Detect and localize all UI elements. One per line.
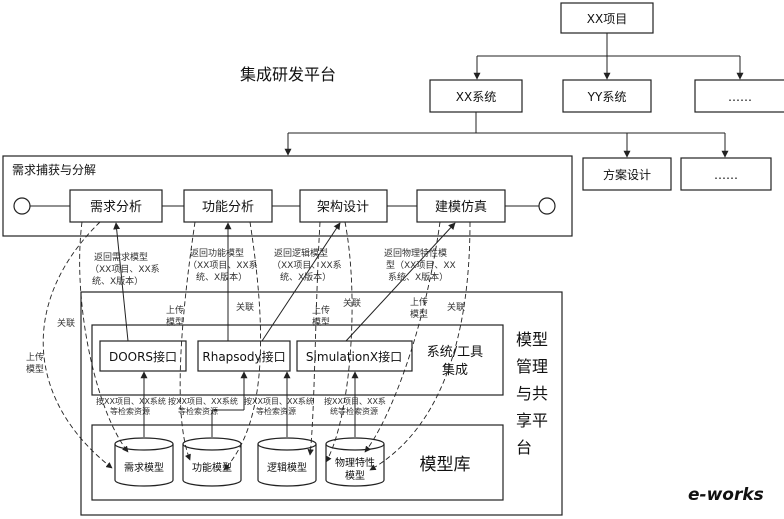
rhapsody-interface-box [197,340,291,372]
stage-label-2: 功能分析 [202,200,254,215]
flow-start-node [13,197,31,215]
stage-label-3: 架构设计 [317,200,369,215]
child-box-more [680,157,772,191]
integration-label-1: 系统/工具 [427,345,483,360]
model-db-logic: 逻辑模型 [257,437,317,487]
model-db-physical: 物理特性 模型 [325,437,385,487]
svg-text:管理: 管理 [516,357,548,376]
return-labels: 返回需求模型 （XX项目、XX系 统、X版本） 返回功能模型 （XX项目、XX系… [90,247,456,287]
svg-text:关联: 关联 [57,317,75,329]
svg-text:关联: 关联 [343,297,361,309]
stage-label-4: 建模仿真 [435,200,487,215]
system-box-yy [562,79,652,113]
upload-labels: 上传 模型 上传 模型 上传 模型 上传 模型 [26,296,428,375]
stage-architecture-design [299,189,388,223]
svg-text:上传: 上传 [410,296,428,308]
svg-text:按XX项目、XX系统: 按XX项目、XX系统 [96,396,166,406]
simulationx-interface-label: SimulationX接口 [306,349,402,364]
svg-text:关联: 关联 [236,301,254,313]
relate-labels: 关联 关联 关联 关联 [57,297,465,329]
svg-text:型（XX项目、XX: 型（XX项目、XX [386,260,456,271]
svg-text:按XX项目、XX系统: 按XX项目、XX系统 [168,396,238,406]
integration-label-2: 集成 [442,362,468,378]
svg-text:（XX项目、XX系: （XX项目、XX系 [188,260,258,271]
svg-text:模型: 模型 [410,309,428,320]
stage-modeling-simulation [416,189,506,223]
doors-interface-box [99,340,187,372]
svg-text:统、X版本）: 统、X版本） [196,271,247,283]
model-label-function: 功能模型 [192,461,232,474]
project-box [560,2,654,34]
doors-interface-label: DOORS接口 [109,349,177,364]
svg-text:返回物理特性模: 返回物理特性模 [384,247,447,259]
stage-function-analysis [183,189,273,223]
svg-text:返回需求模型: 返回需求模型 [94,251,148,263]
model-db-requirement: 需求模型 [114,437,174,487]
model-label-requirement: 需求模型 [124,461,164,474]
stage-label-1: 需求分析 [90,200,142,215]
model-label-physical-1: 物理特性 [335,456,375,469]
platform-title: 集成研发平台 [240,65,336,84]
svg-text:返回功能模型: 返回功能模型 [190,247,244,259]
child-label-more: …… [714,168,738,182]
system-label-xx: XX系统 [456,90,496,104]
system-box-more [694,79,784,113]
system-label-yy: YY系统 [587,90,627,104]
svg-text:等检索资源: 等检索资源 [256,406,296,416]
svg-text:统、X版本）: 统、X版本） [280,271,331,283]
svg-text:返回逻辑模型: 返回逻辑模型 [274,247,328,259]
system-label-more: …… [728,90,752,104]
svg-text:（XX项目、XX系: （XX项目、XX系 [90,264,160,275]
rhapsody-interface-label: Rhapsody接口 [202,349,285,364]
svg-text:享平: 享平 [516,411,548,430]
svg-text:模型: 模型 [26,364,44,375]
svg-text:统、X版本）: 统、X版本） [92,275,143,287]
svg-text:上传: 上传 [26,351,44,363]
model-repository-label: 模型库 [420,455,471,475]
svg-text:按XX项目、XX系统: 按XX项目、XX系统 [244,396,314,406]
svg-text:等检索资源: 等检索资源 [178,406,218,416]
simulationx-interface-box [296,340,413,372]
requirements-title: 需求捕获与分解 [12,162,96,177]
model-label-logic: 逻辑模型 [267,461,307,474]
svg-text:台: 台 [516,438,532,457]
svg-text:与共: 与共 [516,384,548,403]
management-title: 模型 管理 与共 享平 台 [516,330,548,457]
e-works-watermark: e-works [688,485,764,505]
scheme-design-box [582,157,672,191]
scheme-design-label: 方案设计 [603,167,651,182]
svg-text:等检索资源: 等检索资源 [110,406,150,416]
model-label-physical-2: 模型 [345,469,365,482]
flow-end-node [538,197,556,215]
stage-requirement-analysis [69,189,163,223]
svg-text:统等检索资源: 统等检索资源 [330,406,378,416]
svg-text:上传: 上传 [166,304,184,316]
svg-text:按XX项目、XX系: 按XX项目、XX系 [324,396,386,406]
search-labels: 按XX项目、XX系统 等检索资源 按XX项目、XX系统 等检索资源 按XX项目、… [96,396,386,416]
svg-text:模型: 模型 [166,317,184,328]
svg-text:模型: 模型 [312,317,330,328]
svg-text:系统、X版本）: 系统、X版本） [388,271,448,283]
svg-text:模型: 模型 [516,330,548,349]
svg-text:（XX项目、XX系: （XX项目、XX系 [272,260,342,271]
model-db-function: 功能模型 [182,437,242,487]
project-label: XX项目 [587,12,627,26]
svg-text:关联: 关联 [447,301,465,313]
svg-text:上传: 上传 [312,304,330,316]
